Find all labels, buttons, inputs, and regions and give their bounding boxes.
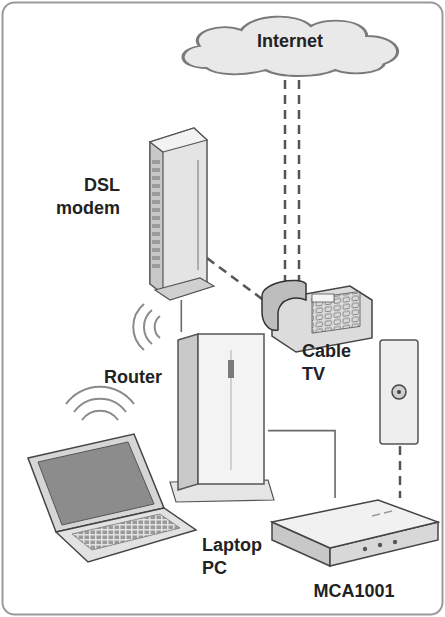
telephone-illustration	[312, 294, 334, 302]
coax-cable	[399, 446, 402, 498]
network-cable	[268, 431, 335, 498]
wifi-waves	[144, 310, 152, 344]
wall-outlet-illustration	[380, 340, 418, 444]
device-label: MCA1001	[268, 580, 440, 603]
dsl-modem-illustration	[150, 128, 207, 152]
device-node: MCA1001	[268, 498, 440, 572]
laptop-illustration	[56, 508, 196, 562]
network-cable	[181, 300, 183, 332]
device-node: DSL modem	[128, 132, 214, 300]
wall-outlet-illustration	[392, 385, 406, 399]
wall-outlet-illustration	[397, 390, 401, 394]
phone-line	[284, 80, 287, 283]
router-illustration	[198, 334, 264, 484]
wifi-waves	[66, 304, 160, 420]
wifi-waves	[82, 411, 118, 420]
device-label: DSL modem	[28, 174, 120, 219]
laptop-illustration	[38, 442, 154, 525]
laptop-illustration	[72, 514, 180, 550]
phone-line	[207, 80, 299, 302]
wifi-waves	[74, 399, 126, 412]
telephone-illustration	[312, 291, 360, 333]
dsl-modem-illustration	[150, 128, 214, 300]
device-label: Cable TV	[302, 340, 372, 385]
cloud-label: Internet	[168, 30, 412, 53]
dsl-modem-illustration	[150, 142, 163, 294]
device-label: Router	[70, 366, 162, 389]
mca1001-illustration	[363, 547, 367, 551]
wifi-waves	[133, 304, 144, 350]
mca1001-illustration	[272, 500, 438, 566]
router-illustration	[178, 334, 198, 490]
wall-outlet-illustration	[380, 340, 418, 444]
mca1001-illustration	[384, 511, 392, 513]
phone-line	[298, 80, 301, 283]
dsl-modem-illustration	[155, 278, 214, 300]
device-label: Laptop PC	[202, 534, 268, 579]
telephone-illustration	[262, 280, 306, 330]
wifi-waves	[66, 387, 134, 404]
device-node: Laptop PC	[22, 428, 198, 568]
laptop-illustration	[28, 434, 196, 562]
dsl-modem-illustration	[150, 128, 207, 294]
device-node: Router	[172, 332, 268, 502]
device-node: Cable TV	[378, 338, 422, 446]
frame	[3, 3, 443, 615]
router-illustration	[228, 360, 234, 378]
mca1001-illustration	[378, 543, 382, 547]
phone-line	[207, 258, 266, 302]
dsl-modem-illustration	[152, 160, 160, 270]
mca1001-illustration	[393, 540, 397, 544]
mca1001-illustration	[372, 514, 380, 516]
wifi-waves	[155, 316, 160, 338]
dsl-modem-illustration	[197, 160, 199, 270]
router-illustration	[170, 334, 274, 502]
cloud-node: Internet	[168, 8, 412, 78]
mca1001-illustration	[272, 500, 438, 548]
